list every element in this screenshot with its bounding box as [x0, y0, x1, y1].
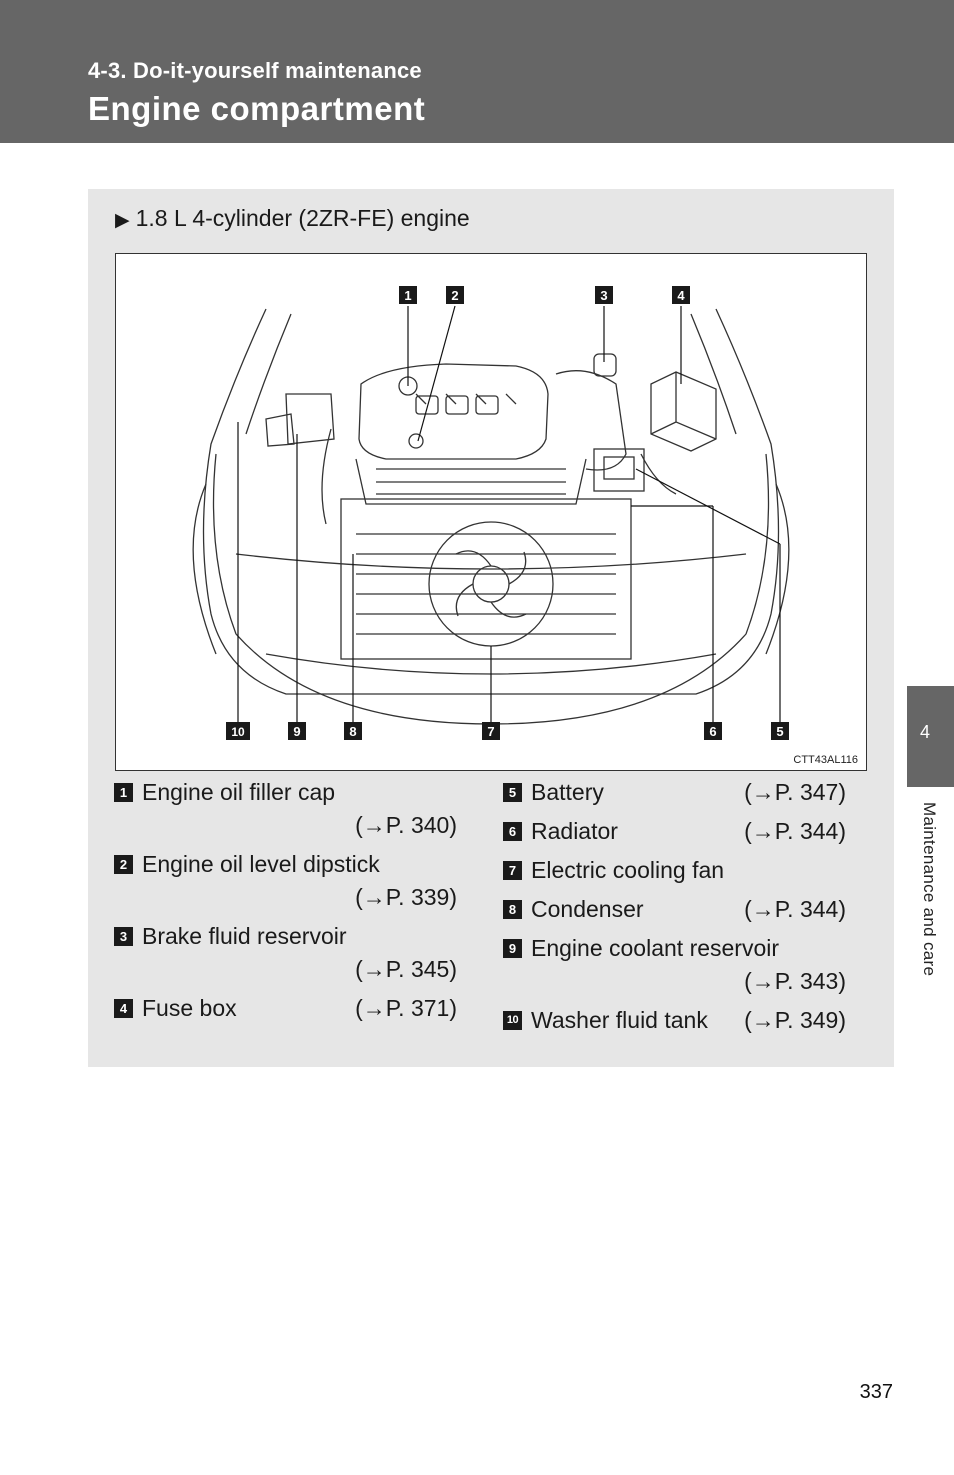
list-item: 3 Brake fluid reservoir (→P. 345): [114, 920, 459, 986]
callout-6: 6: [709, 724, 716, 739]
item-name: Battery: [531, 779, 604, 805]
engine-illustration: 1 2 3 4 10 9 8 7 6 5 CTT43AL11: [115, 253, 867, 771]
legend-left: 1 Engine oil filler cap (→P. 340) 2 Engine…: [114, 776, 459, 1025]
item-number-badge: 10: [503, 1011, 522, 1030]
list-item: 8 Condenser (→P. 344): [503, 893, 848, 926]
item-number-badge: 9: [503, 939, 522, 958]
page-reference: (→P. 349): [744, 1007, 846, 1033]
item-name: Engine oil level dipstick: [142, 851, 380, 877]
item-name: Condenser: [531, 896, 644, 922]
list-item: 7 Electric cooling fan: [503, 854, 848, 887]
section-title: 4-3. Do-it-yourself maintenance: [88, 58, 422, 83]
list-item: 1 Engine oil filler cap (→P. 340): [114, 776, 459, 842]
list-item: 4 Fuse box (→P. 371): [114, 992, 459, 1025]
figure-code: CTT43AL116: [793, 754, 858, 766]
callout-10: 10: [231, 725, 245, 739]
list-item: 9 Engine coolant reservoir (→P. 343): [503, 932, 848, 998]
page-reference: (→P. 345): [355, 956, 457, 982]
list-item: 5 Battery (→P. 347): [503, 776, 848, 809]
list-item: 6 Radiator (→P. 344): [503, 815, 848, 848]
page-title: Engine compartment: [88, 90, 426, 127]
callout-9: 9: [293, 724, 300, 739]
callout-4: 4: [677, 288, 685, 303]
page-reference: (→P. 343): [744, 968, 846, 994]
callout-8: 8: [349, 724, 356, 739]
item-name: Fuse box: [142, 995, 237, 1021]
triangle-bullet-icon: ▶: [115, 210, 130, 231]
chapter-tab: 4: [907, 686, 954, 787]
item-name: Engine oil filler cap: [142, 779, 336, 805]
list-item: 2 Engine oil level dipstick (→P. 339): [114, 848, 459, 914]
page-header: 4-3. Do-it-yourself maintenance Engine c…: [0, 0, 954, 143]
engine-label-text: 1.8 L 4-cylinder (2ZR-FE) engine: [135, 205, 470, 231]
item-name: Brake fluid reservoir: [142, 923, 347, 949]
page-reference: (→P. 339): [355, 884, 457, 910]
engine-drawing: 1 2 3 4 10 9 8 7 6 5: [192, 286, 790, 740]
item-name: Engine coolant reservoir: [531, 935, 780, 961]
item-number-badge: 4: [114, 999, 133, 1018]
item-number-badge: 7: [503, 861, 522, 880]
content-panel: ▶1.8 L 4-cylinder (2ZR-FE) engine: [88, 189, 894, 1067]
callout-5: 5: [776, 724, 783, 739]
item-number-badge: 1: [114, 783, 133, 802]
page-number: 337: [859, 1381, 893, 1403]
item-name: Radiator: [531, 818, 618, 844]
callout-3: 3: [600, 288, 607, 303]
list-item: 10 Washer fluid tank (→P. 349): [503, 1004, 848, 1037]
chapter-label: Maintenance and care: [920, 802, 939, 977]
item-number-badge: 2: [114, 855, 133, 874]
item-name: Electric cooling fan: [531, 857, 725, 883]
chapter-number: 4: [919, 722, 930, 742]
page-reference: (→P. 347): [744, 779, 846, 805]
callout-7: 7: [487, 724, 494, 739]
item-number-badge: 6: [503, 822, 522, 841]
item-number-badge: 5: [503, 783, 522, 802]
item-number-badge: 8: [503, 900, 522, 919]
legend-right: 5 Battery (→P. 347) 6 Radiator (→P. 344) 7 El…: [503, 776, 848, 1037]
callout-2: 2: [451, 288, 458, 303]
engine-label: ▶1.8 L 4-cylinder (2ZR-FE) engine: [115, 205, 470, 232]
callout-1: 1: [404, 288, 411, 303]
item-name: Washer fluid tank: [531, 1007, 708, 1033]
page-reference: (→P. 344): [744, 896, 846, 922]
page-reference: (→P. 371): [355, 995, 457, 1021]
page-reference: (→P. 344): [744, 818, 846, 844]
item-number-badge: 3: [114, 927, 133, 946]
page-reference: (→P. 340): [355, 812, 457, 838]
